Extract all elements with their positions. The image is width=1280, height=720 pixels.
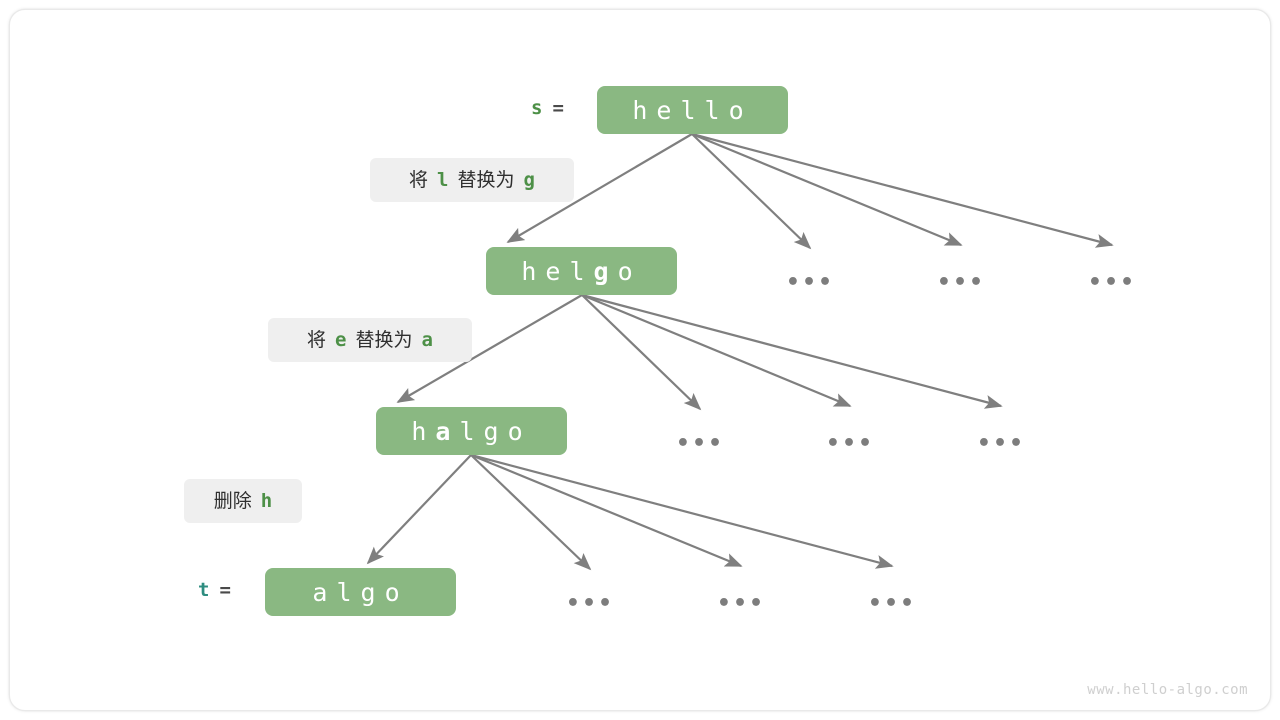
string-char: e (545, 256, 570, 286)
string-char: o (728, 95, 753, 125)
operation-text: 替换为 (355, 328, 413, 351)
string-char: h (411, 416, 436, 446)
ellipsis-marker: ••• (936, 270, 986, 295)
equals-sign: = (219, 579, 231, 601)
operation-char: e (335, 328, 347, 351)
string-char: a (435, 416, 460, 446)
ellipsis-marker: ••• (825, 431, 875, 456)
string-char: l (569, 256, 594, 286)
ellipsis-marker: ••• (716, 591, 766, 616)
operation-char: l (437, 168, 449, 191)
string-char: o (617, 256, 642, 286)
operation-chip: 删除 h (184, 479, 302, 523)
operation-char: a (421, 328, 433, 351)
operation-text: 删除 (213, 489, 252, 512)
assignment-label-t: t= (198, 581, 231, 600)
string-char: o (384, 577, 409, 607)
ellipsis-marker: ••• (675, 431, 725, 456)
string-char: h (632, 95, 657, 125)
string-char: h (521, 256, 546, 286)
ellipsis-marker: ••• (976, 431, 1026, 456)
ellipsis-marker: ••• (867, 591, 917, 616)
ellipsis-marker: ••• (565, 591, 615, 616)
variable-name-s: s (531, 97, 543, 119)
string-char: l (704, 95, 729, 125)
operation-char: g (523, 168, 535, 191)
operation-char: h (260, 489, 273, 512)
assignment-label-s: s= (531, 99, 564, 118)
string-char: a (312, 577, 337, 607)
operation-text: 替换为 (457, 168, 515, 191)
string-char: l (459, 416, 484, 446)
string-char: g (593, 256, 618, 286)
string-char: l (680, 95, 705, 125)
string-char: g (483, 416, 508, 446)
operation-text: 将 (307, 328, 327, 351)
string-char: l (336, 577, 361, 607)
string-char: g (360, 577, 385, 607)
watermark: www.hello-algo.com (1087, 682, 1248, 698)
equals-sign: = (552, 97, 564, 119)
string-char: e (656, 95, 681, 125)
ellipsis-marker: ••• (785, 270, 835, 295)
ellipsis-marker: ••• (1087, 270, 1137, 295)
operation-text: 将 (409, 168, 429, 191)
variable-name-t: t (198, 579, 210, 601)
string-char: o (507, 416, 532, 446)
